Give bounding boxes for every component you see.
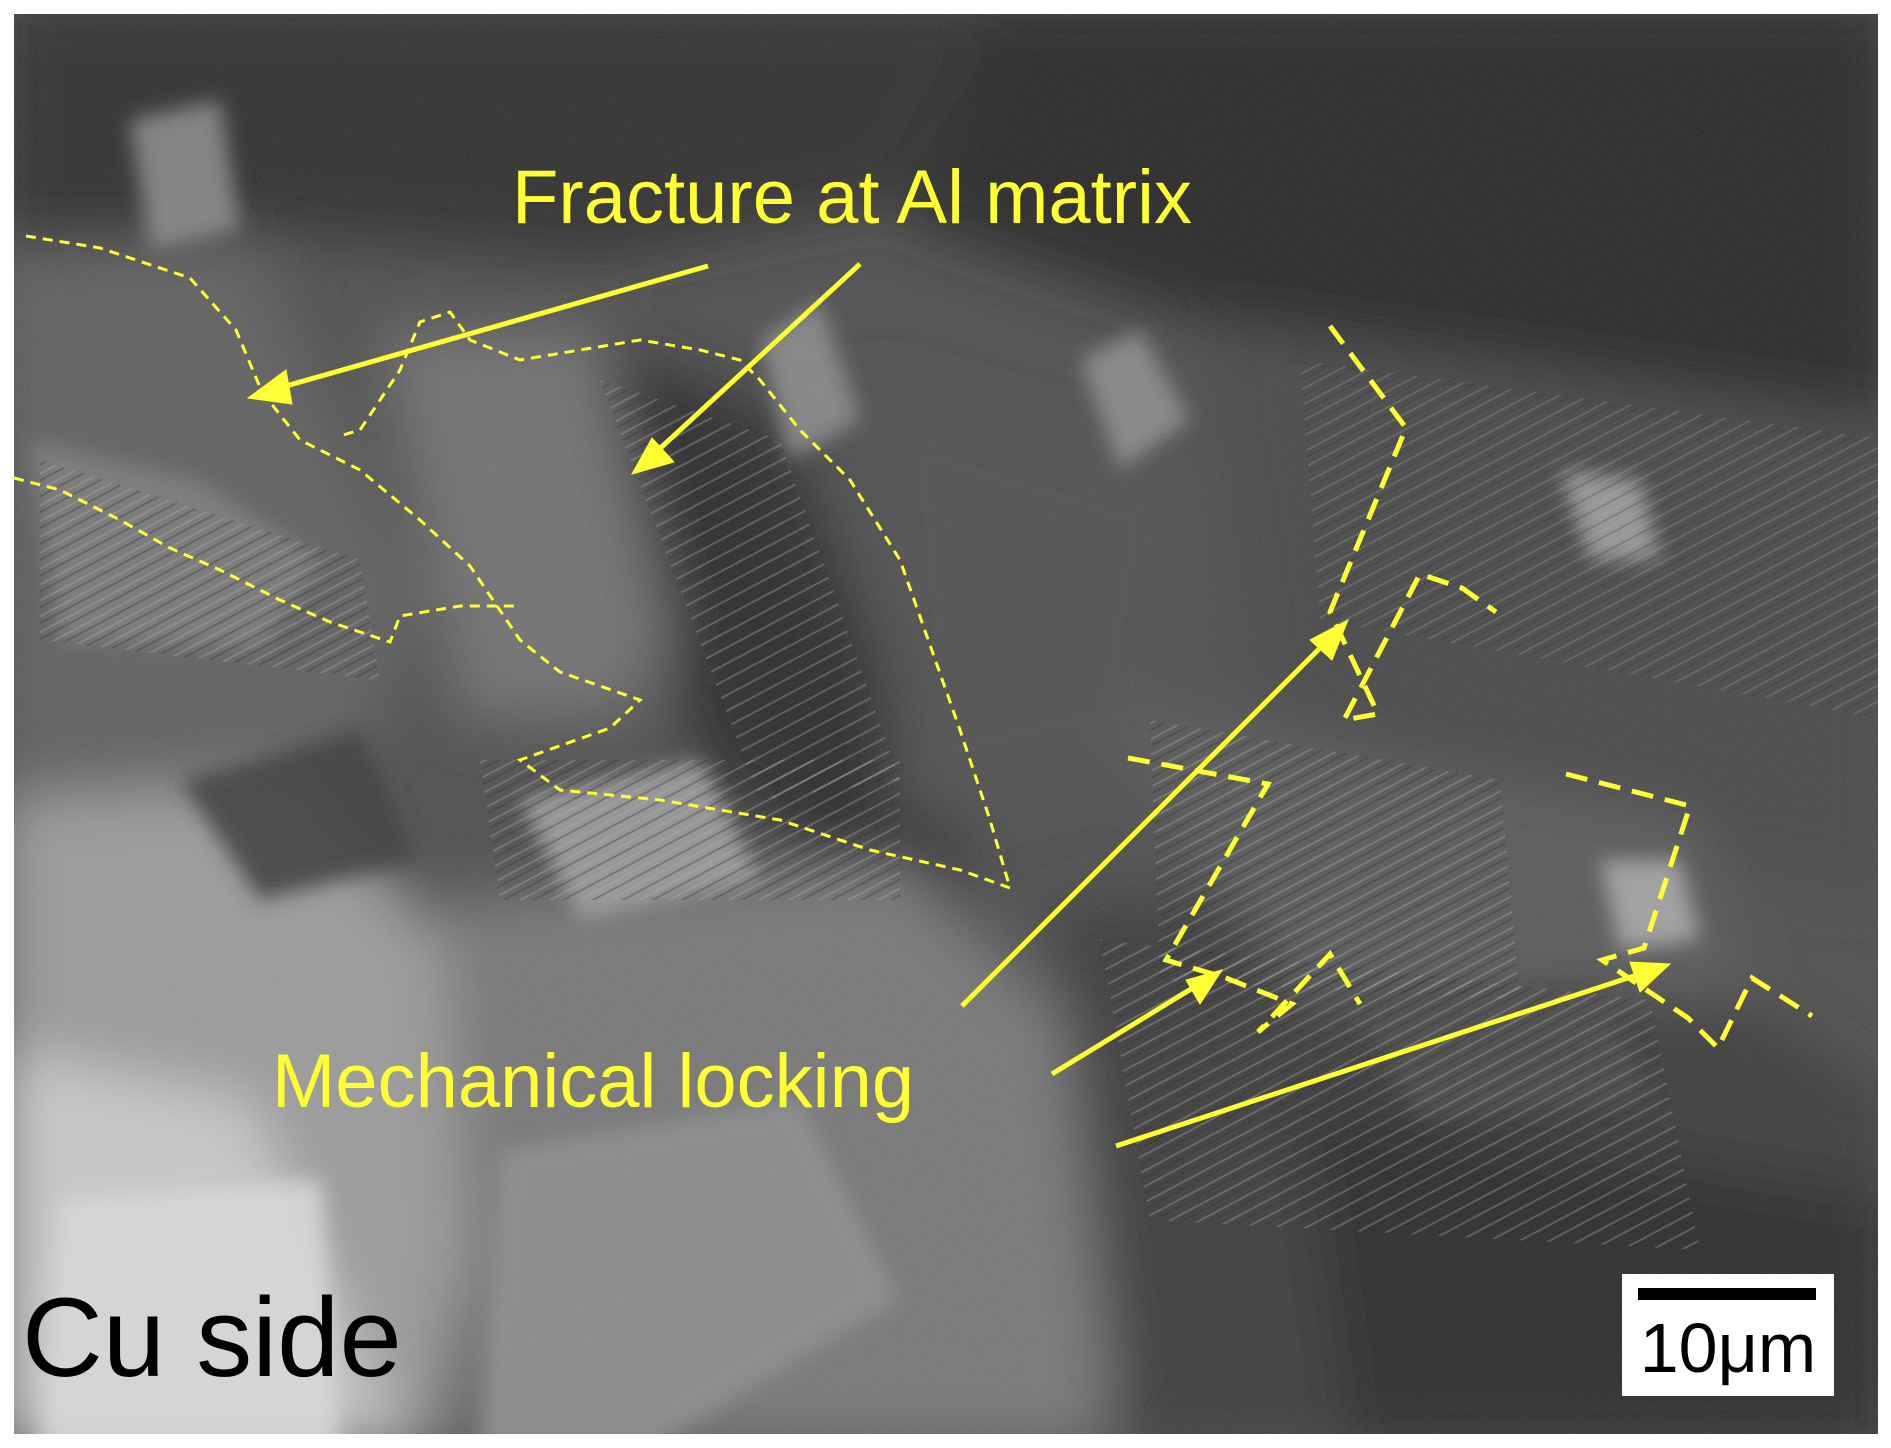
mechanical-locking-label: Mechanical locking (272, 1039, 915, 1124)
fracture-label: Fracture at Al matrix (512, 155, 1192, 240)
arrow-locking-3 (1115, 971, 1641, 1149)
arrowhead-icon (630, 437, 675, 475)
arrow-locking-2 (1050, 983, 1198, 1077)
annotation-arrows (246, 262, 1672, 1149)
arrowhead-icon (246, 369, 293, 405)
arrow-fracture-left (271, 263, 709, 393)
arrowhead-icon (1185, 969, 1224, 1005)
annotation-outlines (13, 234, 1814, 1053)
side-label: Cu side (22, 1275, 402, 1400)
arrowhead-icon (1629, 961, 1672, 993)
arrow-fracture-right (652, 262, 862, 456)
scale-bar: 10μm (1622, 1274, 1834, 1396)
arrowhead-icon (1309, 618, 1349, 661)
scale-bar-line (1638, 1288, 1816, 1300)
scale-bar-label: 10μm (1639, 1309, 1817, 1387)
arrow-locking-1 (960, 638, 1330, 1008)
